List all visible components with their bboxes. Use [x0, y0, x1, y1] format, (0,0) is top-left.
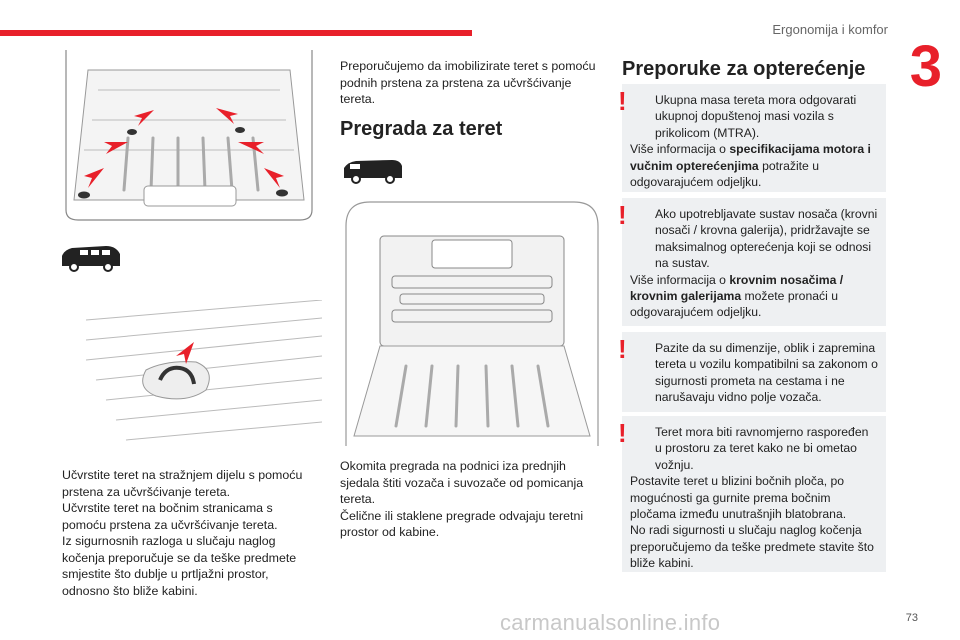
warning-line: No radi sigurnosti u slučaju naglog koče… — [630, 523, 874, 571]
warning-line: Više informacija o specifikacijama motor… — [630, 142, 871, 190]
warning-icon: ! — [618, 334, 627, 364]
warning-text: Pazite da su dimenzije, oblik i zapremin… — [630, 340, 878, 406]
load-recommendations-heading: Preporuke za opterećenje — [622, 58, 866, 80]
warning-text: Ako upotrebljavate sustav nosača (krovni… — [630, 206, 878, 321]
warning-line: Više informacija o krovnim nosačima / kr… — [630, 272, 844, 320]
warning-line: Postavite teret u blizini bočnih ploča, … — [630, 474, 847, 522]
left-paragraph: Iz sigurnosnih razloga u slučaju naglog … — [62, 534, 297, 598]
partition-heading: Pregrada za teret — [340, 118, 503, 140]
warning-line: Ako upotrebljavate sustav nosača (krovni… — [655, 207, 878, 271]
warning-line: Teret mora biti ravnomjerno raspoređen u… — [655, 425, 869, 472]
chapter-number: 3 — [909, 34, 942, 99]
section-title: Ergonomija i komfor — [772, 22, 888, 37]
cargo-floor-illustration — [58, 50, 320, 222]
floor-ring-illustration — [86, 300, 322, 441]
left-paragraph: Učvrstite teret na stražnjem dijelu s po… — [62, 468, 303, 499]
warning-box: ! Ukupna masa tereta mora odgovarati uku… — [618, 84, 886, 192]
cargo-van-icon — [344, 160, 402, 184]
header-red-bar — [0, 30, 472, 36]
page-number: 73 — [905, 612, 918, 624]
warning-box: ! Ako upotrebljavate sustav nosača (krov… — [618, 198, 886, 326]
middle-text: Okomita pregrada na podnici iza prednjih… — [340, 458, 606, 541]
middle-paragraph: Okomita pregrada na podnici iza prednjih… — [340, 459, 584, 506]
warning-icon: ! — [618, 200, 627, 230]
warning-line: Pazite da su dimenzije, oblik i zapremin… — [655, 341, 878, 405]
warning-line: Ukupna masa tereta mora odgovarati ukupn… — [655, 93, 857, 140]
passenger-van-icon — [62, 246, 120, 272]
warning-box: ! Pazite da su dimenzije, oblik i zaprem… — [618, 332, 886, 412]
left-paragraph: Učvrstite teret na bočnim stranicama s p… — [62, 501, 278, 532]
warning-text: Teret mora biti ravnomjerno raspoređen u… — [630, 424, 878, 572]
warning-icon: ! — [618, 418, 627, 448]
middle-paragraph: Čelične ili staklene pregrade odvajaju t… — [340, 508, 584, 540]
warning-text: Ukupna masa tereta mora odgovarati ukupn… — [630, 92, 878, 190]
left-text: Učvrstite teret na stražnjem dijelu s po… — [62, 467, 312, 599]
warning-icon: ! — [618, 86, 627, 116]
warning-box: ! Teret mora biti ravnomjerno raspoređen… — [618, 416, 886, 572]
watermark: carmanualsonline.info — [500, 610, 721, 635]
cargo-partition-illustration — [345, 201, 599, 446]
middle-intro: Preporučujemo da imobilizirate teret s p… — [340, 59, 596, 106]
